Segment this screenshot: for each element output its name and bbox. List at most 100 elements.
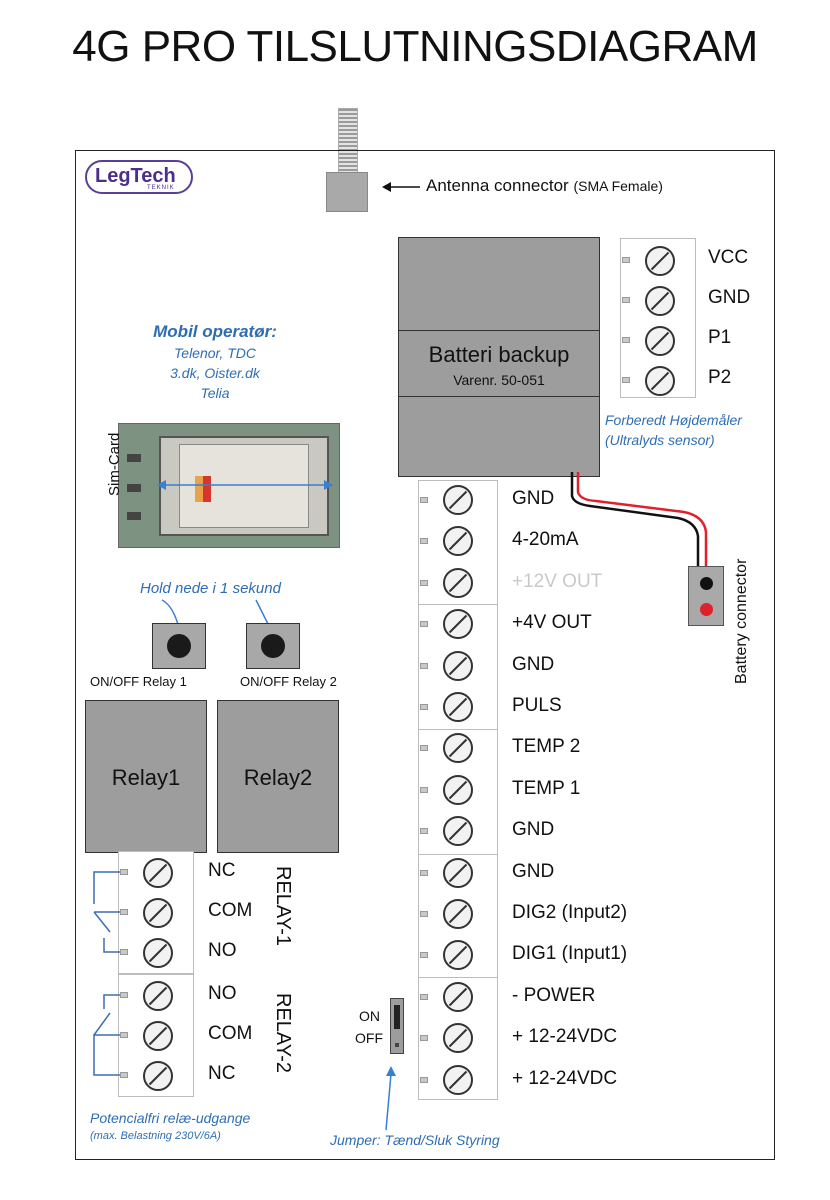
terminal-screw[interactable] bbox=[443, 1064, 473, 1095]
main-terminal-label: GND bbox=[512, 488, 555, 509]
terminal-screw[interactable] bbox=[443, 816, 473, 847]
relay2-terminal-no: NO bbox=[208, 983, 237, 1004]
main-terminal-label: DIG1 (Input1) bbox=[512, 943, 628, 965]
page-title: 4G PRO TILSLUTNINGSDIAGRAM bbox=[72, 22, 758, 71]
terminal-screw[interactable] bbox=[143, 898, 173, 928]
relay2-contact-icon bbox=[93, 994, 120, 1076]
battery-terminal-negative-icon bbox=[700, 577, 713, 590]
main-terminal-label: - POWER bbox=[512, 984, 596, 1006]
relay1-button-label: ON/OFF Relay 1 bbox=[90, 674, 187, 689]
terminal-screw[interactable] bbox=[645, 366, 675, 396]
relay1-terminal-block bbox=[118, 851, 194, 974]
terminal-screw[interactable] bbox=[143, 1021, 173, 1051]
battery-connector-label: Battery connector bbox=[733, 558, 750, 684]
jumper-switch[interactable] bbox=[390, 998, 404, 1054]
terminal-nib bbox=[420, 621, 428, 628]
relay2-module: Relay2 bbox=[217, 700, 339, 853]
relay1-terminal-nc: NC bbox=[208, 860, 236, 881]
terminal-screw[interactable] bbox=[645, 246, 675, 276]
terminal-nib bbox=[420, 786, 428, 793]
operator-line-1: Telenor, TDC bbox=[174, 345, 256, 361]
relay-outputs-caption-1: Potencialfri relæ-udgange bbox=[90, 1110, 251, 1126]
terminal-screw[interactable] bbox=[443, 567, 473, 598]
terminal-nib bbox=[420, 704, 428, 710]
main-terminal-label: +4V OUT bbox=[512, 612, 592, 634]
arrow-left-icon bbox=[382, 182, 420, 192]
sim-card-label: Sim-Card bbox=[106, 432, 123, 496]
legtech-logo: LegTech TEKNIK bbox=[85, 160, 193, 194]
terminal-screw[interactable] bbox=[143, 981, 173, 1011]
terminal-nib bbox=[420, 745, 428, 752]
relay1-contact-icon bbox=[93, 871, 120, 953]
terminal-screw[interactable] bbox=[443, 692, 473, 722]
height-sensor-caption-1: Forberedt Højdemåler bbox=[605, 412, 742, 428]
height-sensor-caption-2: (Ultralyds sensor) bbox=[605, 432, 715, 448]
operator-heading: Mobil operatør: bbox=[153, 322, 277, 341]
antenna-label-text: Antenna connector bbox=[426, 176, 569, 195]
terminal-screw[interactable] bbox=[443, 940, 473, 971]
main-terminal-label: DIG2 (Input2) bbox=[512, 902, 628, 923]
terminal-nib bbox=[420, 538, 428, 545]
relay2-terminal-com: COM bbox=[208, 1023, 253, 1044]
relay2-group-label: RELAY-2 bbox=[272, 993, 294, 1074]
battery-terminal-positive-icon bbox=[700, 603, 713, 616]
main-terminal-label: PULS bbox=[512, 695, 562, 716]
relay1-terminal-no: NO bbox=[208, 940, 237, 961]
terminal-screw[interactable] bbox=[443, 774, 473, 805]
terminal-screw[interactable] bbox=[443, 1023, 473, 1054]
height-sensor-terminal-block bbox=[620, 238, 696, 398]
relay2-label: Relay2 bbox=[243, 765, 313, 790]
board-outline bbox=[75, 150, 775, 1160]
terminal-screw[interactable] bbox=[443, 733, 473, 764]
terminal-screw[interactable] bbox=[143, 938, 173, 968]
button-hint: Hold nede i 1 sekund bbox=[140, 580, 281, 597]
terminal-screw[interactable] bbox=[443, 981, 473, 1012]
battery-backup-varenr: Varenr. 50-051 bbox=[453, 372, 545, 388]
relay1-terminal-com: COM bbox=[208, 900, 253, 921]
terminal-screw[interactable] bbox=[645, 286, 675, 316]
battery-connector[interactable] bbox=[688, 566, 724, 626]
jumper-arrow-up-icon bbox=[385, 1066, 396, 1131]
jumper-off-label: OFF bbox=[355, 1030, 383, 1046]
sensor-terminal-p2: P2 bbox=[708, 367, 732, 388]
terminal-screw[interactable] bbox=[443, 609, 473, 640]
terminal-screw[interactable] bbox=[443, 899, 473, 929]
main-terminal-label: 4-20mA bbox=[512, 529, 579, 551]
terminal-nib bbox=[420, 1035, 428, 1042]
terminal-screw[interactable] bbox=[443, 485, 473, 515]
relay2-button-label: ON/OFF Relay 2 bbox=[240, 674, 337, 689]
main-terminal-label: TEMP 1 bbox=[512, 777, 581, 799]
terminal-screw[interactable] bbox=[443, 857, 473, 888]
main-terminal-label: + 12-24VDC bbox=[512, 1067, 618, 1089]
logo-subtext: TEKNIK bbox=[147, 185, 175, 191]
terminal-nib bbox=[420, 993, 428, 1000]
relay2-terminal-nc: NC bbox=[208, 1063, 236, 1084]
antenna-label: Antenna connector (SMA Female) bbox=[426, 176, 663, 196]
terminal-screw[interactable] bbox=[443, 526, 473, 557]
antenna-sublabel: (SMA Female) bbox=[573, 178, 663, 194]
relay2-terminal-block bbox=[118, 974, 194, 1097]
sensor-terminal-p1: P1 bbox=[708, 327, 732, 348]
battery-backup-label: Batteri backup bbox=[428, 342, 570, 367]
terminal-screw[interactable] bbox=[443, 650, 473, 681]
relay1-toggle-button[interactable] bbox=[152, 623, 206, 669]
main-terminal-label: GND bbox=[512, 860, 555, 882]
terminal-nib bbox=[420, 828, 428, 835]
terminal-screw[interactable] bbox=[143, 858, 173, 888]
main-terminal-label: + 12-24VDC bbox=[512, 1026, 618, 1048]
terminal-screw[interactable] bbox=[645, 326, 675, 356]
main-terminal-label: GND bbox=[512, 819, 555, 841]
relay1-module: Relay1 bbox=[85, 700, 207, 853]
terminal-nib bbox=[420, 911, 428, 917]
relay2-toggle-button[interactable] bbox=[246, 623, 300, 669]
battery-wires bbox=[570, 472, 708, 568]
operator-line-3: Telia bbox=[200, 385, 230, 401]
main-terminal-label: TEMP 2 bbox=[512, 736, 581, 758]
sensor-terminal-vcc: VCC bbox=[708, 247, 749, 268]
operator-line-2: 3.dk, Oister.dk bbox=[170, 365, 260, 381]
logo-text: LegTech bbox=[95, 165, 176, 187]
terminal-nib bbox=[420, 497, 428, 503]
terminal-nib bbox=[420, 952, 428, 959]
antenna-connector bbox=[326, 172, 368, 212]
terminal-screw[interactable] bbox=[143, 1061, 173, 1091]
